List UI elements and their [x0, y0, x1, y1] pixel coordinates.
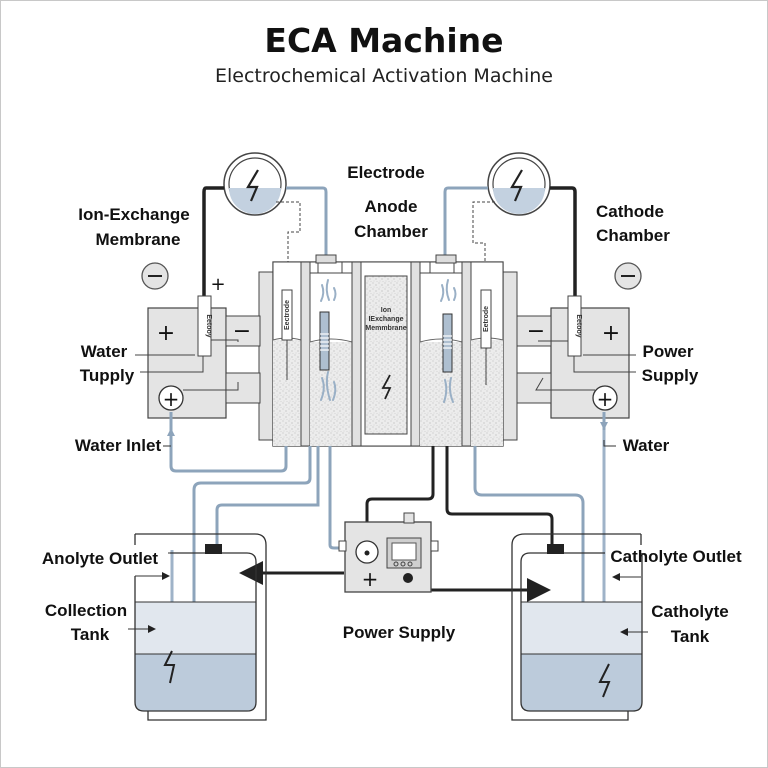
label-anolyte-outlet: Anolyte Outlet: [42, 549, 159, 568]
svg-text:−: −: [527, 319, 545, 344]
svg-text:+: +: [602, 321, 620, 346]
svg-text:Eetooy: Eetooy: [205, 314, 212, 337]
right-module: + − Eetooy +: [516, 295, 636, 419]
membrane-label-2: IExchange: [368, 316, 403, 323]
label-water-supply-2: Tupply: [80, 366, 135, 385]
svg-text:+: +: [362, 567, 379, 591]
plus-terminal: [592, 385, 618, 411]
diagram-subtitle: Electrochemical Activation Machine: [215, 65, 553, 87]
label-cathode-chamber-1: Cathode: [596, 202, 664, 221]
svg-text:Eetrode: Eetrode: [483, 306, 490, 332]
label-cathode-chamber-2: Chamber: [596, 226, 670, 245]
label-catholyte-tank-2: Tank: [671, 627, 710, 646]
membrane-label-3: Memmbrane: [365, 325, 406, 332]
left-module-electrode: [197, 295, 212, 357]
label-electrode: Electrode: [347, 163, 424, 182]
svg-text:−: −: [233, 319, 251, 344]
label-ion-exchange-2: Membrane: [95, 230, 180, 249]
left-wire: [202, 186, 224, 296]
right-top-pipe: [443, 186, 488, 256]
left-module: + − Eetooy +: [135, 295, 261, 419]
bolt-icon: [381, 374, 392, 400]
svg-text:+: +: [597, 387, 614, 411]
left-top-pipe: [286, 186, 328, 256]
right-minus-badge: [614, 262, 642, 290]
svg-text:Eectrode: Eectrode: [284, 300, 291, 330]
label-water-right: Water: [623, 436, 670, 455]
label-collection-tank-1: Collection: [45, 601, 127, 620]
left-minus-badge: [141, 262, 169, 290]
left-plus-sign: +: [210, 274, 225, 295]
label-water-supply-1: Water: [81, 342, 128, 361]
label-power-supply-right-2: Supply: [642, 366, 699, 385]
diagram-title: ECA Machine: [264, 21, 503, 60]
label-catholyte-tank-1: Catholyte: [651, 602, 728, 621]
label-collection-tank-2: Tank: [71, 625, 110, 644]
output-knob: [403, 573, 413, 583]
label-power-supply-center: Power Supply: [343, 623, 456, 642]
plus-terminal: [158, 385, 184, 411]
power-supply-unit: +: [338, 512, 439, 593]
right-wire: [550, 186, 577, 296]
svg-text:+: +: [157, 321, 175, 346]
pipes: [169, 412, 606, 676]
label-ion-exchange-1: Ion-Exchange: [78, 205, 189, 224]
svg-text:+: +: [163, 387, 180, 411]
right-gauge: [487, 152, 551, 216]
left-gauge: [223, 152, 287, 216]
bolt-icon: [510, 169, 523, 202]
label-catholyte-outlet: Catholyte Outlet: [610, 547, 742, 566]
label-anode-chamber-1: Anode: [365, 197, 418, 216]
bolt-icon: [246, 169, 259, 202]
membrane-label-1: Ion: [381, 307, 392, 314]
label-water-inlet: Water Inlet: [75, 436, 162, 455]
electrolytic-cell: Ion IExchange Memmbrane Eectrode Eetrode: [258, 254, 518, 447]
label-anode-chamber-2: Chamber: [354, 222, 428, 241]
svg-text:Eetooy: Eetooy: [575, 314, 582, 337]
label-power-supply-right-1: Power: [642, 342, 693, 361]
